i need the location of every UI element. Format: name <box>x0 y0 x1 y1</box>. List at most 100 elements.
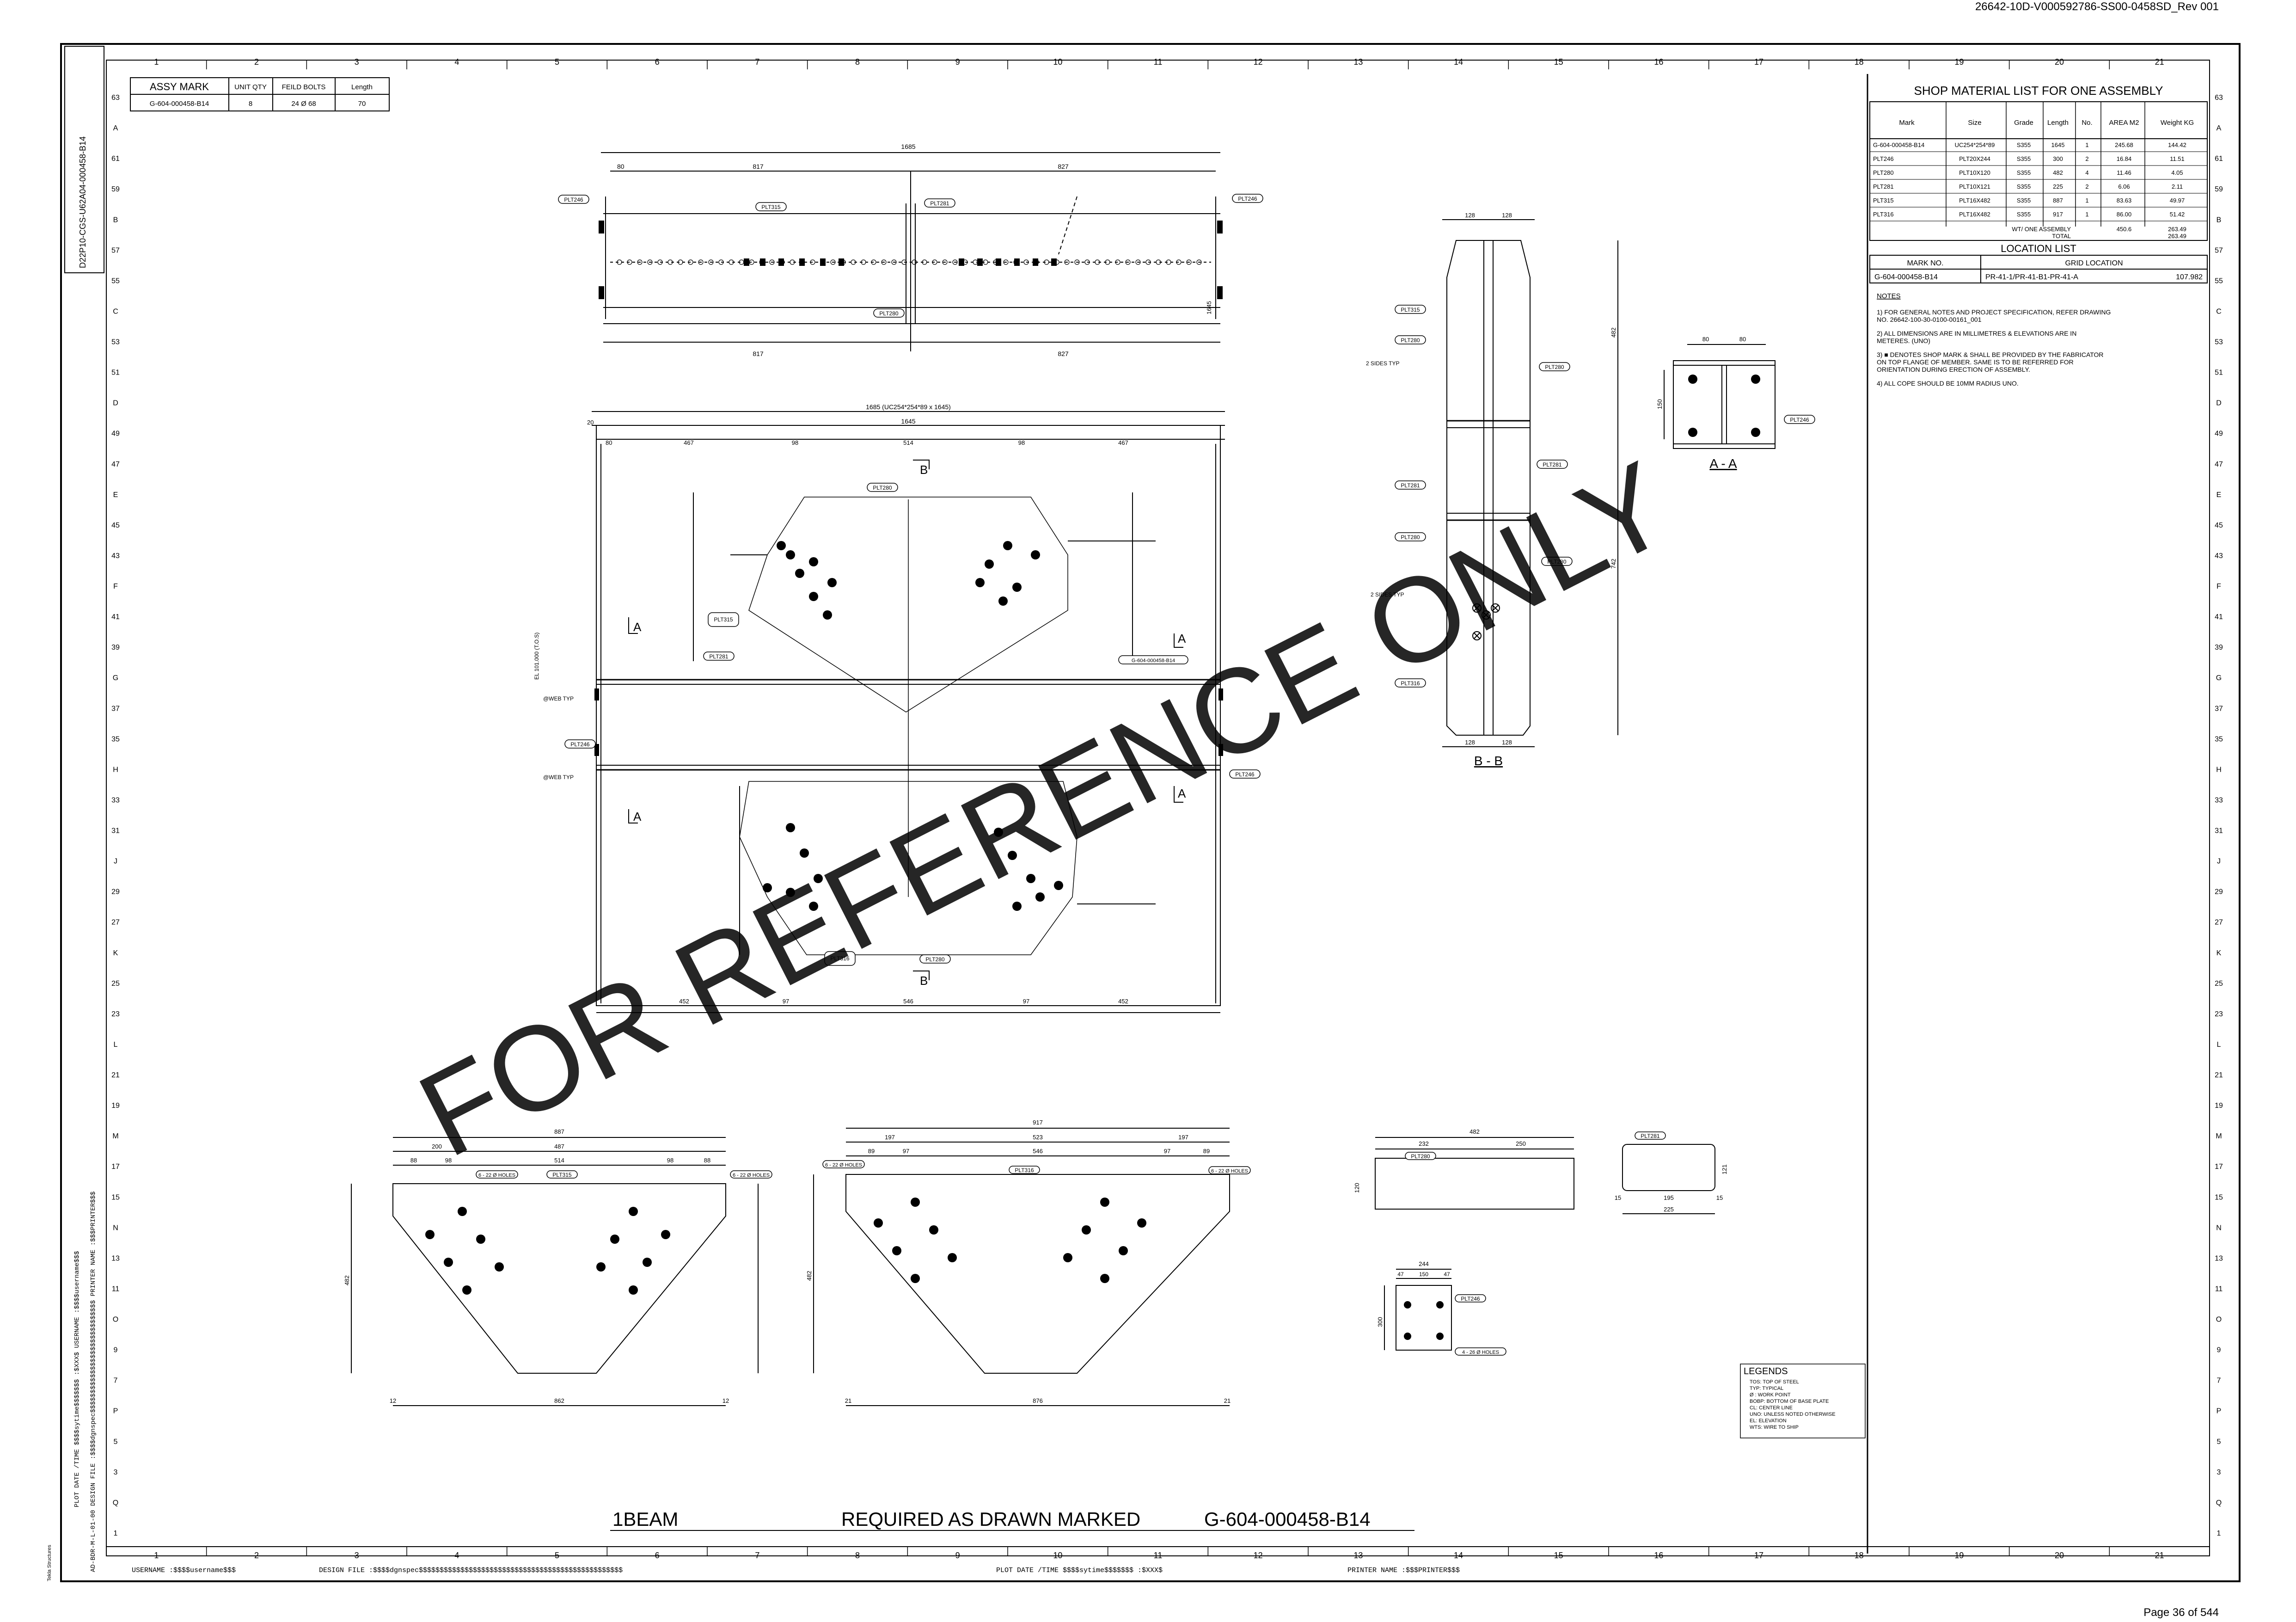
grid-row-label-right: 23 <box>2215 1010 2223 1018</box>
tag-bb-plt316: PLT316 <box>1401 680 1420 687</box>
grid-row-label-left: 41 <box>111 613 120 621</box>
legend-item: Ø : WORK POINT <box>1750 1392 1791 1398</box>
elevation-bolt <box>786 888 795 897</box>
plate-hole <box>1063 1253 1072 1262</box>
plt246-dim-244: 244 <box>1419 1260 1429 1267</box>
grid-row-label-left: O <box>113 1316 118 1324</box>
bb-weld-note-1: 2 SIDES TYP <box>1366 360 1399 367</box>
tekla-label: Tekla Structures <box>47 1545 52 1581</box>
elevation-tags: PLT280 PLT315 PLT281 G-604-000458-B14 PL… <box>564 483 1261 966</box>
material-cell: 482 <box>2053 169 2063 176</box>
top-view-stiffener-bolt <box>760 258 765 266</box>
plt246-holes-tag-box <box>1455 1347 1506 1356</box>
plt316-dim-21-right: 21 <box>1224 1397 1231 1404</box>
tag-top-plt315: PLT315 <box>761 204 780 210</box>
tag-aa-plt246-box <box>1784 415 1815 424</box>
top-view-stiffener-bolt <box>1014 258 1020 266</box>
tag-bb-plt280-3: PLT280 <box>1401 534 1420 541</box>
grid-col-label-bottom: 9 <box>955 1551 960 1560</box>
grid-row-label-left: M <box>112 1132 118 1140</box>
plate-hole <box>874 1218 883 1228</box>
grid-col-label-top: 11 <box>1154 57 1163 67</box>
top-view-bolt <box>1196 259 1202 265</box>
plate-hole <box>643 1258 652 1267</box>
grid-row-label-right: 11 <box>2215 1285 2223 1293</box>
grid-row-label-left: 63 <box>111 94 120 102</box>
material-cell: 6.06 <box>2118 183 2130 190</box>
grid-row-label-left: 55 <box>111 277 120 285</box>
section-aa-view <box>1664 344 1776 449</box>
plate-hole <box>1082 1225 1091 1235</box>
elevation-bolt <box>809 557 818 566</box>
top-view-stiffener-bolt <box>820 258 826 266</box>
grid-row-label-left: D <box>113 399 118 407</box>
plt316-tag-box <box>1009 1166 1040 1174</box>
top-view-stiffener-bolt <box>778 258 784 266</box>
elevation-bolt <box>823 610 832 620</box>
grid-row-label-left: L <box>114 1041 118 1049</box>
material-cell: PLT315 <box>1873 197 1894 204</box>
assy-table: ASSY MARK UNIT QTY FEILD BOLTS Length G-… <box>130 77 390 111</box>
top-view-bolt <box>708 259 714 265</box>
plt280-detail <box>1375 1137 1574 1210</box>
material-cell: 144.42 <box>2168 141 2186 148</box>
plt316-dim-89-left: 89 <box>868 1148 875 1155</box>
grid-row-label-right: C <box>2216 307 2222 315</box>
grid-row-label-left: H <box>113 766 118 774</box>
top-view-bolt <box>942 259 948 265</box>
top-view-bolt <box>1023 259 1029 265</box>
grid-row-label-right: 43 <box>2215 552 2223 560</box>
grid-row-label-right: 51 <box>2215 369 2223 377</box>
grid-row-label-right: Q <box>2216 1499 2222 1507</box>
grid-row-label-right: 41 <box>2215 613 2223 621</box>
grid-row-label-left: 37 <box>111 705 120 713</box>
elevation-bolt <box>777 541 786 550</box>
plt281-dim-225: 225 <box>1664 1206 1674 1213</box>
tag-bb-plt315: PLT315 <box>1401 307 1420 313</box>
elevation-bolt <box>814 874 823 883</box>
plt315-holes-tag-box <box>476 1170 518 1179</box>
plt315-detail <box>351 1137 759 1406</box>
top-view-bolt <box>810 259 815 265</box>
top-view-bolt <box>1074 259 1080 265</box>
elevation-bolt <box>1008 851 1017 860</box>
section-aa-label: A - A <box>1709 456 1737 471</box>
notes-lines: 1) FOR GENERAL NOTES AND PROJECT SPECIFI… <box>1877 308 2111 387</box>
elevation-bolt <box>800 848 809 858</box>
location-grid-value: PR-41-1/PR-41-B1-PR-41-A <box>1985 273 2078 281</box>
plt316-holes <box>874 1198 1146 1283</box>
tag-elev-plt246-right: PLT246 <box>1235 771 1254 778</box>
grid-row-label-left: K <box>113 949 118 957</box>
note-line: NO. 26642-100-30-0100-00161_001 <box>1877 316 1982 323</box>
material-cell: 2 <box>2085 183 2088 190</box>
material-cell: 2.11 <box>2172 183 2183 190</box>
grid-row-label-left: 25 <box>111 980 120 988</box>
grid-row-label-right: 15 <box>2215 1193 2223 1201</box>
bottom-username: USERNAME :$$$$username$$$ <box>132 1567 236 1574</box>
top-view-bolt <box>1044 259 1049 265</box>
grid-row-label-left: 29 <box>111 888 120 896</box>
grid-row-label-left: 5 <box>114 1438 118 1446</box>
grid-row-label-right: 7 <box>2217 1377 2221 1385</box>
location-header-mark: MARK NO. <box>1907 259 1943 267</box>
bottom-design-file: DESIGN FILE :$$$$dgnspec$$$$$$$$$$$$$$$$… <box>319 1567 623 1574</box>
grid-col-label-bottom: 15 <box>1554 1551 1563 1560</box>
plt246-dim-150: 150 <box>1419 1271 1428 1278</box>
elevation-level-label: EL 101.000 (T.O.S) <box>533 633 540 680</box>
top-view-bolt <box>1105 259 1110 265</box>
legend-item: TOS: TOP OF STEEL <box>1750 1379 1799 1385</box>
grid-col-label-top: 18 <box>1855 57 1864 67</box>
assy-header-length: Length <box>351 83 373 91</box>
plt246-tag: PLT246 <box>1461 1296 1480 1302</box>
grid-col-label-bottom: 3 <box>355 1551 359 1560</box>
top-view-bolt <box>1176 259 1182 265</box>
grid-row-label-left: 39 <box>111 644 120 651</box>
section-markers: A A A A B B <box>628 460 1186 988</box>
top-view-bolt <box>861 259 866 265</box>
elev-dim-452-left: 452 <box>679 998 689 1005</box>
elevation-bolts <box>763 541 1063 911</box>
plate-hole <box>629 1207 638 1216</box>
material-cell: PLT20X244 <box>1959 155 1990 162</box>
grid-row-label-left: 27 <box>111 919 120 927</box>
